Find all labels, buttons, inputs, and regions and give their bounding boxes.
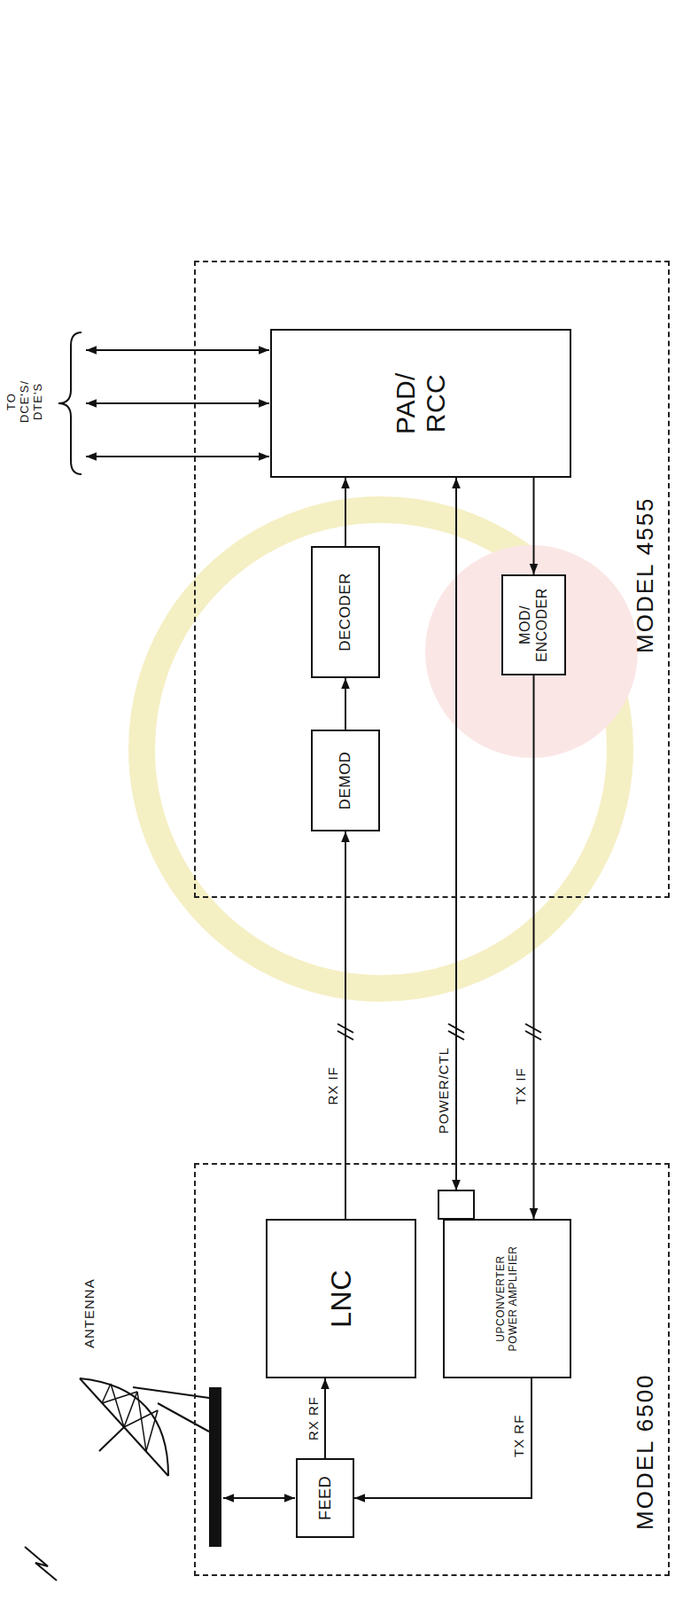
box-label: DECODER (336, 572, 355, 652)
dish-strut (124, 1409, 158, 1427)
pad-rcc-box: PAD/ RCC (270, 328, 572, 478)
bracket (58, 332, 82, 474)
box-label: PAD/ RCC (390, 363, 452, 443)
signal-name: TX IF (512, 1064, 528, 1106)
box-label: FEED (316, 1474, 335, 1520)
decoder-box: DECODER (310, 545, 381, 678)
feed-box: FEED (295, 1457, 355, 1537)
feed-horn-arm (99, 1426, 125, 1451)
signal-name: POWER/CTL (435, 1044, 451, 1135)
port-arrow (85, 455, 270, 458)
signal-name: RX IF (325, 1063, 341, 1106)
signal-line (354, 1377, 532, 1498)
antenna-dish (79, 1377, 210, 1475)
destination-note: TO DCE'S/ DTE'S (5, 367, 46, 435)
box-label: POWER AMPLIFIER (507, 1245, 520, 1351)
mod-encoder-box: MOD/ ENCODER (501, 574, 567, 675)
feed-link-arrow (223, 1496, 295, 1498)
signal-line (344, 830, 347, 1219)
bus-tick (337, 1023, 542, 1040)
signal-name: TX RF (511, 1412, 527, 1459)
box-label: UPCONVERTER (495, 1254, 508, 1341)
unit-housing: MODEL 6500FEED LNC UPCONVERTERPOWER AMPLIF… (193, 1162, 670, 1575)
signal-line (533, 477, 536, 575)
box-label: DEMOD (336, 751, 355, 810)
box-label: MOD/ ENCODER (517, 581, 551, 668)
dish-strut (137, 1390, 147, 1451)
port-arrow (85, 349, 270, 351)
lnc-box: LNC (265, 1218, 417, 1378)
signal-line (344, 477, 347, 546)
upconverter-box: UPCONVERTERPOWER AMPLIFIER (442, 1218, 572, 1378)
part-name: ANTENNA (81, 1275, 97, 1350)
box-label: MODEL 6500 (632, 1372, 660, 1529)
signal-name: RX RF (305, 1393, 321, 1442)
port-arrow (85, 402, 270, 404)
signal-bolt (24, 1545, 57, 1580)
signal-line (455, 477, 458, 1190)
signal-line (344, 677, 347, 730)
dish-rim (79, 1377, 169, 1475)
box-label: LNC (325, 1268, 358, 1327)
dish-strut (101, 1390, 138, 1403)
dish-strut (110, 1382, 125, 1427)
demod-box: DEMOD (310, 729, 381, 831)
mount-leg (132, 1386, 210, 1397)
dish-reflector (79, 1377, 169, 1475)
unit-housing: MODEL 4555DEMOD DECODER PAD/ RCC MOD/ ENCOD… (193, 260, 670, 898)
mounting-bar (209, 1386, 222, 1546)
interface-block (438, 1189, 474, 1219)
box-label: MODEL 4555 (632, 496, 660, 653)
signal-line (533, 675, 536, 1219)
dish-strut (146, 1409, 158, 1451)
mount-leg (157, 1402, 210, 1431)
signal-line (324, 1377, 326, 1458)
